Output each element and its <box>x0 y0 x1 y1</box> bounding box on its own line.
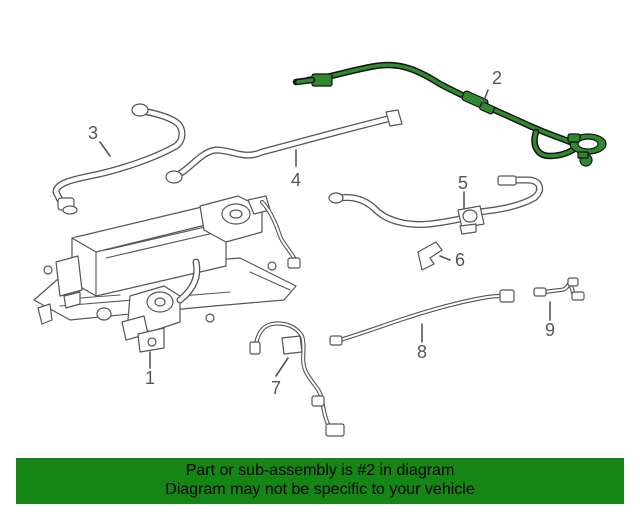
banner-line-2: Diagram may not be specific to your vehi… <box>165 481 475 498</box>
callout-3[interactable]: 3 <box>88 123 98 143</box>
part-9-sensor[interactable] <box>533 277 585 301</box>
part-4-purge-hose[interactable] <box>165 109 403 184</box>
part-2-highlighted-hose[interactable] <box>292 61 607 167</box>
part-8-sensor-cable[interactable] <box>329 289 515 346</box>
part-7-wiring-harness[interactable] <box>249 321 345 437</box>
callout-9[interactable]: 9 <box>545 320 555 340</box>
callout-5[interactable]: 5 <box>458 173 468 193</box>
callout-7[interactable]: 7 <box>271 378 281 398</box>
part-6-clip[interactable] <box>417 241 443 271</box>
parts-diagram: 1 2 3 4 5 6 7 8 9 <box>33 61 607 437</box>
leader-lines <box>99 89 551 377</box>
part-5-hose-with-valve[interactable] <box>328 175 544 235</box>
banner-line-1: Part or sub-assembly is #2 in diagram <box>185 462 455 479</box>
callout-2[interactable]: 2 <box>492 68 502 88</box>
callout-8[interactable]: 8 <box>417 342 427 362</box>
info-banner: Part or sub-assembly is #2 in diagram Di… <box>16 458 624 504</box>
callout-4[interactable]: 4 <box>291 170 301 190</box>
callout-6[interactable]: 6 <box>455 250 465 270</box>
part-3-vent-hose[interactable] <box>52 103 186 215</box>
callout-1[interactable]: 1 <box>145 368 155 388</box>
part-1-evap-canister[interactable] <box>33 195 301 353</box>
